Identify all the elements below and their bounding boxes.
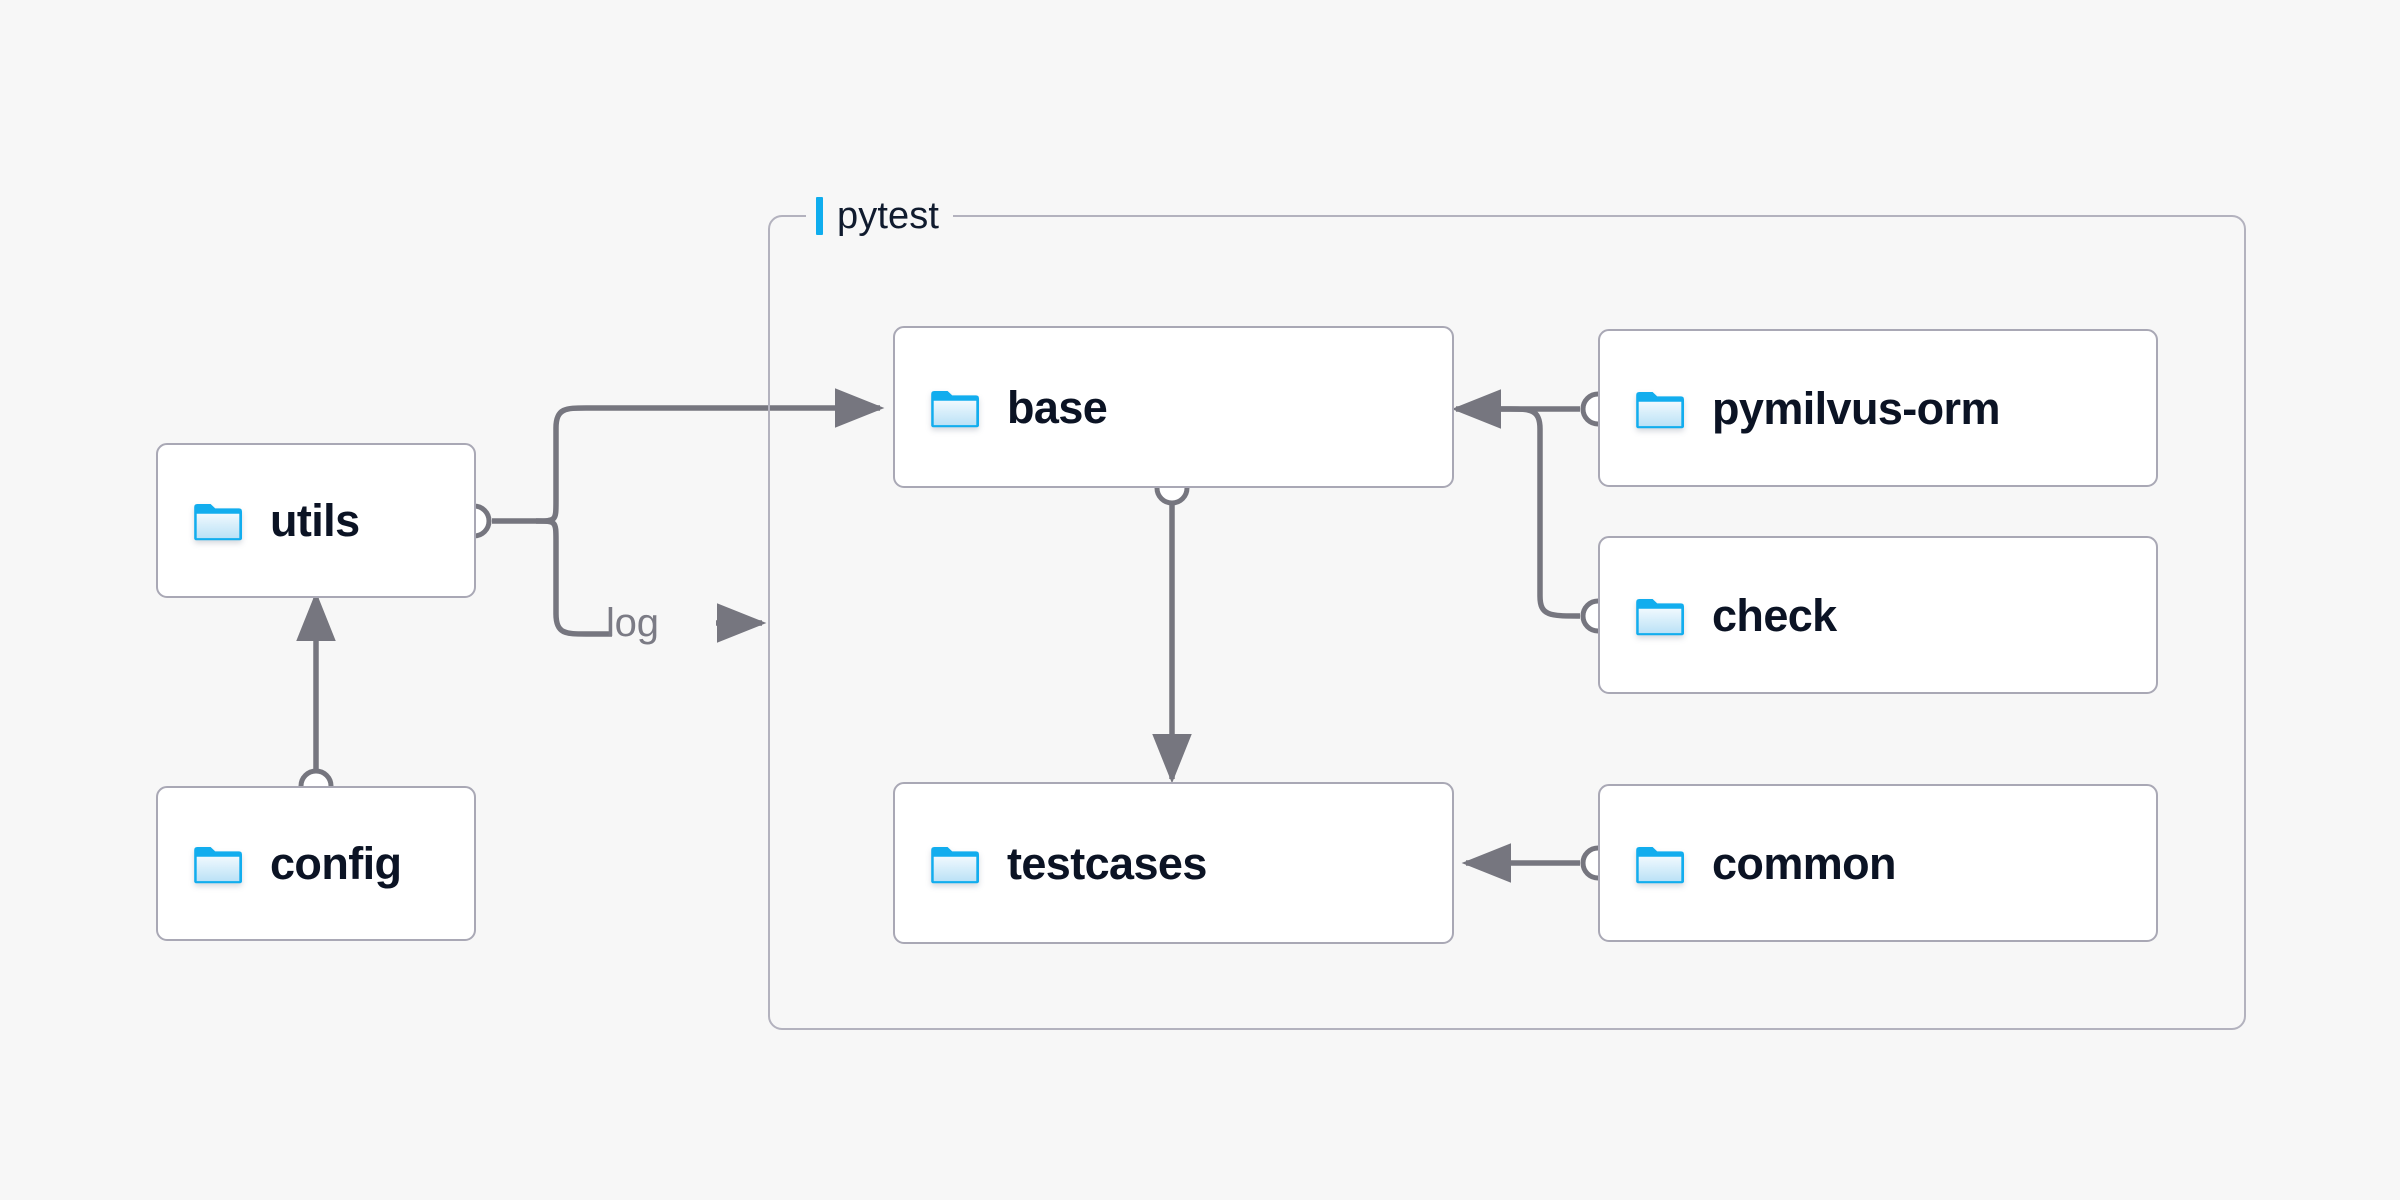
node-label-base: base [1007,381,1108,433]
group-label-pytest: pytest [806,192,953,240]
edge-label-log: log [606,601,659,645]
folder-icon [929,842,981,885]
folder-icon [1634,387,1686,430]
group-container-pytest [768,215,2246,1030]
edge-check-base [1466,406,1581,619]
folder-icon [192,499,244,542]
node-label-testcases: testcases [1007,837,1207,889]
node-pymilvus-orm[interactable]: pymilvus-orm [1598,329,2158,487]
node-check[interactable]: check [1598,536,2158,694]
folder-icon [1634,594,1686,637]
node-utils[interactable]: utils [156,443,476,598]
node-testcases[interactable]: testcases [893,782,1454,944]
folder-icon [192,842,244,885]
vertical-bar-accent-icon [816,197,823,235]
node-label-pymilvus-orm: pymilvus-orm [1712,382,2000,434]
folder-icon [929,386,981,429]
node-label-config: config [270,838,402,889]
folder-icon [1634,842,1686,885]
node-label-utils: utils [270,495,360,546]
group-title-text: pytest [837,195,939,237]
node-label-common: common [1712,837,1897,889]
node-label-check: check [1712,589,1837,641]
node-config[interactable]: config [156,786,476,941]
node-common[interactable]: common [1598,784,2158,942]
edge-utils-log [535,518,612,637]
node-base[interactable]: base [893,326,1454,488]
